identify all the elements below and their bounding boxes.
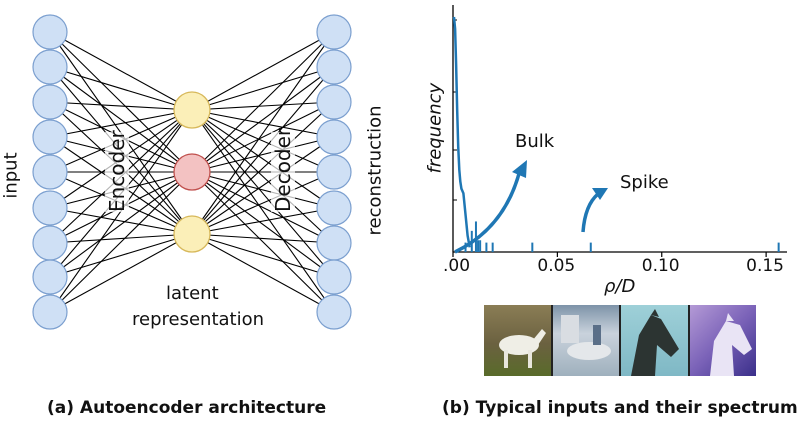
decoder-edge	[191, 171, 335, 244]
decoder-edge	[191, 207, 335, 235]
x-axis-label: ρ/D	[604, 276, 636, 297]
x-tick-label: .00	[443, 256, 471, 276]
output-node	[316, 119, 352, 155]
spike-arrowhead	[592, 188, 608, 200]
decoder-edge	[191, 109, 335, 278]
decoder-edge	[191, 109, 335, 244]
input-node	[32, 190, 68, 226]
encoder-edge	[49, 171, 193, 278]
input-node	[32, 154, 68, 190]
input-node	[32, 84, 68, 120]
x-tick-label: 0.15	[746, 256, 784, 276]
y-axis-label: frequency	[424, 82, 446, 174]
encoder-edge	[49, 171, 193, 313]
input-node	[32, 119, 68, 155]
encoder-label: Encoder	[105, 130, 129, 212]
output-node	[316, 49, 352, 85]
decoder-edge	[191, 101, 335, 173]
output-node	[316, 154, 352, 190]
thumbnail-horse-rider	[552, 305, 619, 376]
latent-node	[173, 91, 211, 129]
encoder-edge	[49, 109, 193, 138]
decoder-edge	[191, 171, 335, 209]
decoder-edge	[191, 66, 335, 235]
bulk-arrow	[454, 169, 522, 254]
decoder-edge	[191, 101, 335, 111]
decoder-edge	[191, 136, 335, 173]
encoder-edge	[49, 31, 193, 111]
reconstruction-label: reconstruction	[364, 105, 386, 236]
input-node	[32, 294, 68, 330]
latent-label: latent	[166, 283, 219, 304]
spike-arrow	[581, 192, 600, 233]
latent-node	[173, 215, 211, 253]
decoder-edge	[191, 233, 335, 278]
decoder-edge	[191, 171, 335, 313]
encoder-edge	[49, 101, 193, 111]
decoder-edge	[191, 109, 335, 313]
decoder-edge	[191, 171, 335, 278]
decoder-edge	[191, 136, 335, 235]
input-node	[32, 225, 68, 261]
spike-label: Spike	[620, 172, 669, 193]
thumbnail-white-horse	[484, 305, 551, 376]
bulk-label: Bulk	[515, 131, 555, 152]
decoder-edge	[191, 171, 335, 235]
output-node	[316, 225, 352, 261]
decoder-edge	[191, 233, 335, 244]
decoder-edge	[191, 109, 335, 209]
density-curve	[452, 16, 471, 248]
output-node	[316, 294, 352, 330]
caption-a: (a) Autoencoder architecture	[47, 398, 327, 418]
representation-label: representation	[132, 309, 265, 330]
spectrum-plot	[452, 5, 787, 257]
input-node	[32, 259, 68, 295]
input-node	[32, 14, 68, 50]
output-node	[316, 259, 352, 295]
decoder-edge	[191, 109, 335, 173]
encoder-edge	[49, 233, 193, 313]
encoder-edge	[49, 66, 193, 173]
output-node	[316, 190, 352, 226]
output-node	[316, 84, 352, 120]
input-node	[32, 49, 68, 85]
example-input-thumbnails	[484, 305, 756, 376]
network-nodes	[32, 14, 352, 330]
encoder-edge	[49, 66, 193, 111]
decoder-edge	[191, 31, 335, 235]
encoder-edge	[49, 207, 193, 235]
decoder-edge	[191, 66, 335, 111]
decoder-edge	[191, 233, 335, 313]
latent-node-highlighted	[173, 153, 211, 191]
input-label: input	[0, 152, 22, 199]
decoder-edge	[191, 31, 335, 111]
decoder-edge	[191, 66, 335, 173]
decoder-label: Decoder	[271, 127, 295, 212]
thumbnail-horse-head-dark	[621, 305, 688, 376]
x-tick-label: 0.10	[641, 256, 680, 276]
encoder-edge	[49, 31, 193, 173]
decoder-edge	[191, 101, 335, 235]
caption-b: (b) Typical inputs and their spectrum	[442, 398, 798, 418]
output-node	[316, 14, 352, 50]
bulk-arrowhead	[512, 160, 527, 178]
x-tick-label: 0.05	[537, 256, 576, 276]
thumbnail-horse-head-purple	[689, 305, 756, 376]
decoder-edge	[191, 31, 335, 173]
decoder-edge	[191, 109, 335, 138]
encoder-edge	[49, 233, 193, 244]
encoder-edge	[49, 233, 193, 278]
